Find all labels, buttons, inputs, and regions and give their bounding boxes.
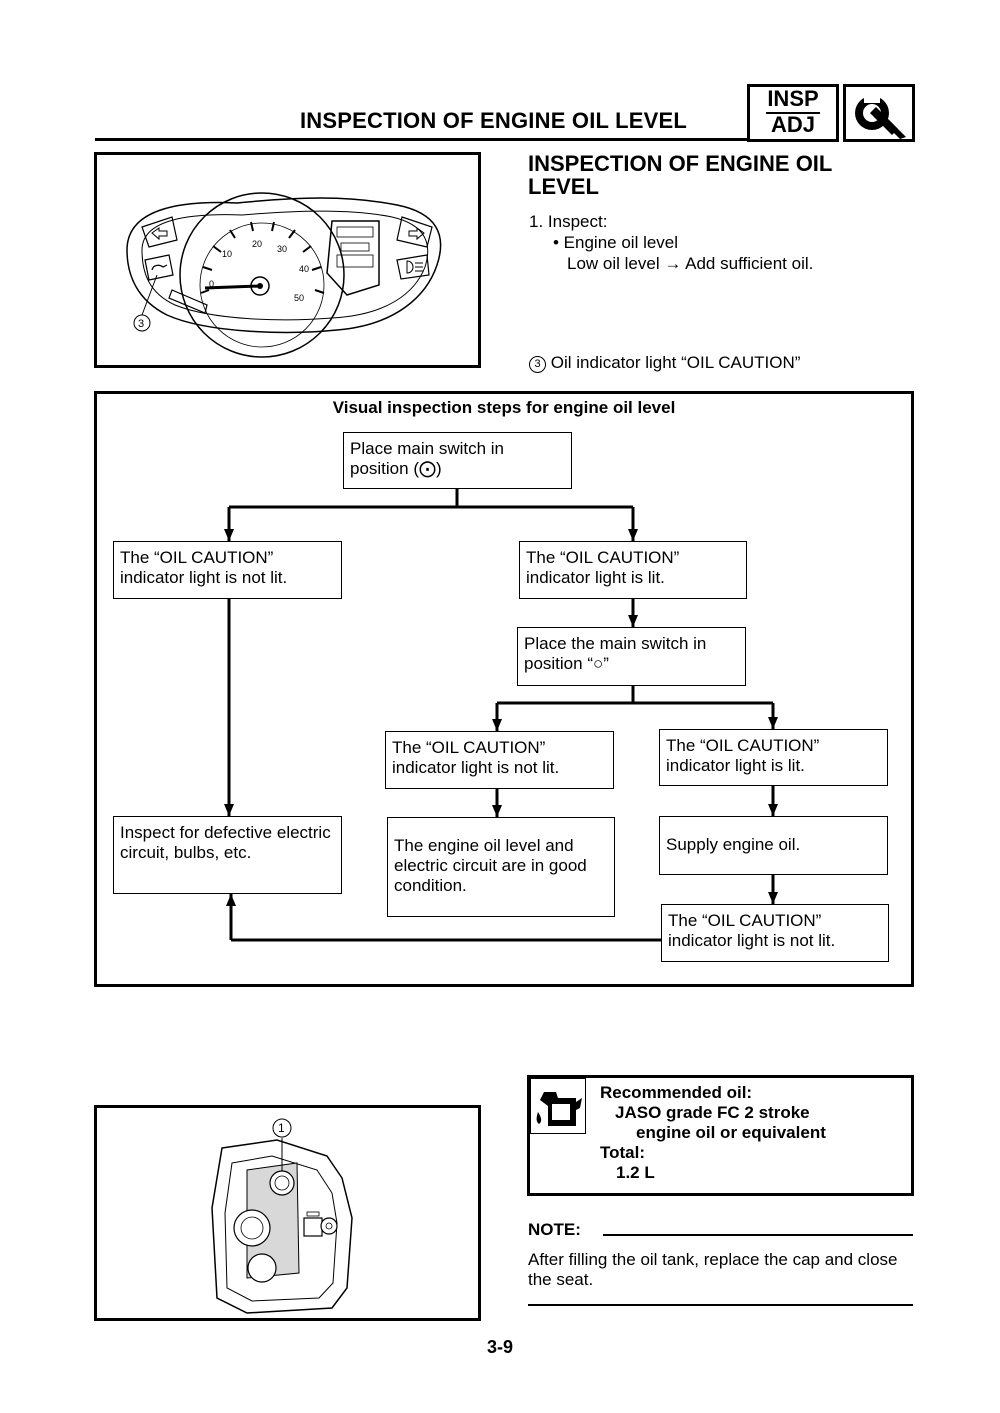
flow-step-final-not-lit: The “OIL CAUTION” indicator light is not… [661, 904, 889, 962]
instrument-cluster-illustration: 0 10 20 30 40 50 3 [126, 192, 442, 358]
section-tab-adj: ADJ [770, 112, 815, 137]
speed-tick-20: 20 [252, 239, 262, 249]
inspect-action: Low oil level → Add sufficient oil. [567, 253, 813, 274]
page-header-title: INSPECTION OF ENGINE OIL LEVEL [300, 108, 687, 133]
oil-tank-figure: 1 [94, 1105, 481, 1321]
flow-step-place-off: Place the main switch in position “○” [517, 627, 746, 686]
figure1-callout-3: 3 [138, 318, 144, 330]
action-condition: Low oil level [567, 254, 660, 273]
header-rule [95, 138, 747, 141]
flow-step-right-lit: The “OIL CAUTION” indicator light is lit… [519, 541, 747, 599]
inspect-step-1: 1. Inspect: [529, 212, 608, 231]
flow-step-start-line2: position (⨀) [350, 459, 442, 478]
flow-step-place-off-line1: Place the main switch in [524, 634, 707, 653]
flow-step-start-line1: Place main switch in [350, 439, 505, 458]
note-end-rule [528, 1304, 913, 1306]
flowchart-frame [94, 391, 914, 987]
callout-legend-text: Oil indicator light “OIL CAUTION” [550, 353, 801, 372]
page-number: 3-9 [486, 1337, 513, 1357]
section-tab-insp: INSP [767, 86, 819, 111]
note-rule [603, 1234, 913, 1236]
note-text: After filling the oil tank, replace the … [528, 1250, 898, 1289]
section-tab-box [747, 84, 839, 142]
oil-tank-illustration: 1 [211, 1118, 353, 1314]
right-arrow-icon: → [664, 254, 682, 273]
flow-step-far-lit: The “OIL CAUTION” indicator light is lit… [659, 729, 888, 786]
oil-grade-line1: JASO grade FC 2 stroke [615, 1103, 810, 1122]
oil-total-value: 1.2 L [616, 1163, 655, 1182]
recommended-oil-text: Recommended oil: JASO grade FC 2 stroke … [600, 1083, 826, 1183]
flow-step-good-condition: The engine oil level and electric circui… [387, 817, 615, 917]
oil-total-label: Total: [600, 1143, 646, 1162]
instrument-cluster-figure: 0 10 20 30 40 50 3 [94, 152, 481, 368]
callout-legend: 3 Oil indicator light “OIL CAUTION” [529, 352, 800, 373]
flow-step-supply-oil: Supply engine oil. [659, 816, 888, 875]
section-tab-divider [766, 112, 820, 114]
speed-tick-30: 30 [277, 244, 287, 254]
recommended-oil-box [527, 1075, 914, 1196]
figure2-callout-1: 1 [278, 1121, 285, 1135]
speed-tick-0: 0 [209, 279, 214, 289]
inspection-tool-icon [843, 84, 915, 142]
flow-step-mid-not-lit: The “OIL CAUTION” indicator light is not… [385, 731, 614, 789]
section-title: INSPECTION OF ENGINE OIL LEVEL [528, 151, 832, 199]
speed-tick-10: 10 [222, 249, 232, 259]
speed-tick-50: 50 [294, 293, 304, 303]
callout-circle-3: 3 [529, 356, 546, 373]
recommended-oil-label: Recommended oil: [600, 1083, 753, 1102]
note-label: NOTE: [528, 1220, 581, 1239]
callout-legend-number: 3 [534, 358, 541, 370]
oil-can-icon [529, 1077, 587, 1135]
flow-step-left-not-lit: The “OIL CAUTION” indicator light is not… [113, 541, 342, 599]
speed-tick-40: 40 [299, 264, 309, 274]
flow-step-start: Place main switch in position (⨀) [343, 432, 572, 489]
inspect-bullet-oil-level: • Engine oil level [553, 233, 679, 252]
action-remedy: Add sufficient oil. [685, 254, 814, 273]
flow-step-inspect-defective: Inspect for defective electric circuit, … [113, 816, 342, 894]
oil-grade-line2: engine oil or equivalent [636, 1123, 826, 1142]
flow-step-place-off-line2: position “○” [524, 654, 609, 673]
flowchart-title: Visual inspection steps for engine oil l… [332, 398, 676, 417]
